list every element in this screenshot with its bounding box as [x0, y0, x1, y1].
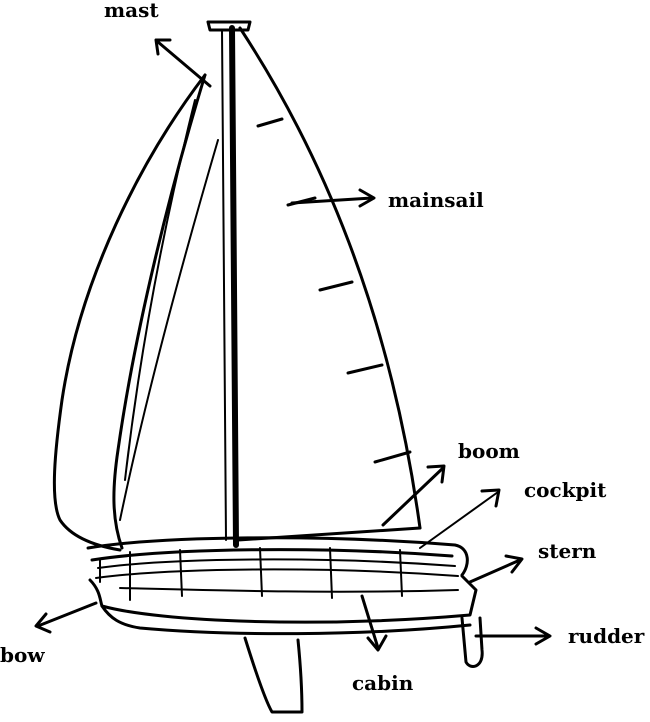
rudder-shape	[460, 616, 484, 668]
arrow-mast	[154, 38, 212, 88]
mainsail-shape	[236, 26, 422, 542]
mast	[206, 20, 252, 548]
jib-sail	[52, 73, 219, 552]
arrow-mainsail	[290, 188, 376, 208]
label-mainsail: mainsail	[388, 188, 484, 212]
keel	[243, 636, 304, 714]
label-mast: mast	[104, 0, 159, 22]
label-stern: stern	[538, 539, 597, 563]
arrow-cockpit	[419, 488, 501, 549]
label-rudder: rudder	[568, 624, 645, 648]
label-cabin: cabin	[352, 671, 414, 695]
label-boom: boom	[458, 439, 520, 463]
arrow-stern	[468, 554, 524, 584]
arrow-bow	[34, 601, 98, 634]
arrow-cabin	[360, 594, 388, 652]
hull	[86, 536, 478, 636]
label-bow: bow	[0, 643, 45, 667]
arrow-rudder	[474, 626, 552, 646]
label-cockpit: cockpit	[524, 478, 607, 502]
arrow-boom	[381, 464, 446, 527]
